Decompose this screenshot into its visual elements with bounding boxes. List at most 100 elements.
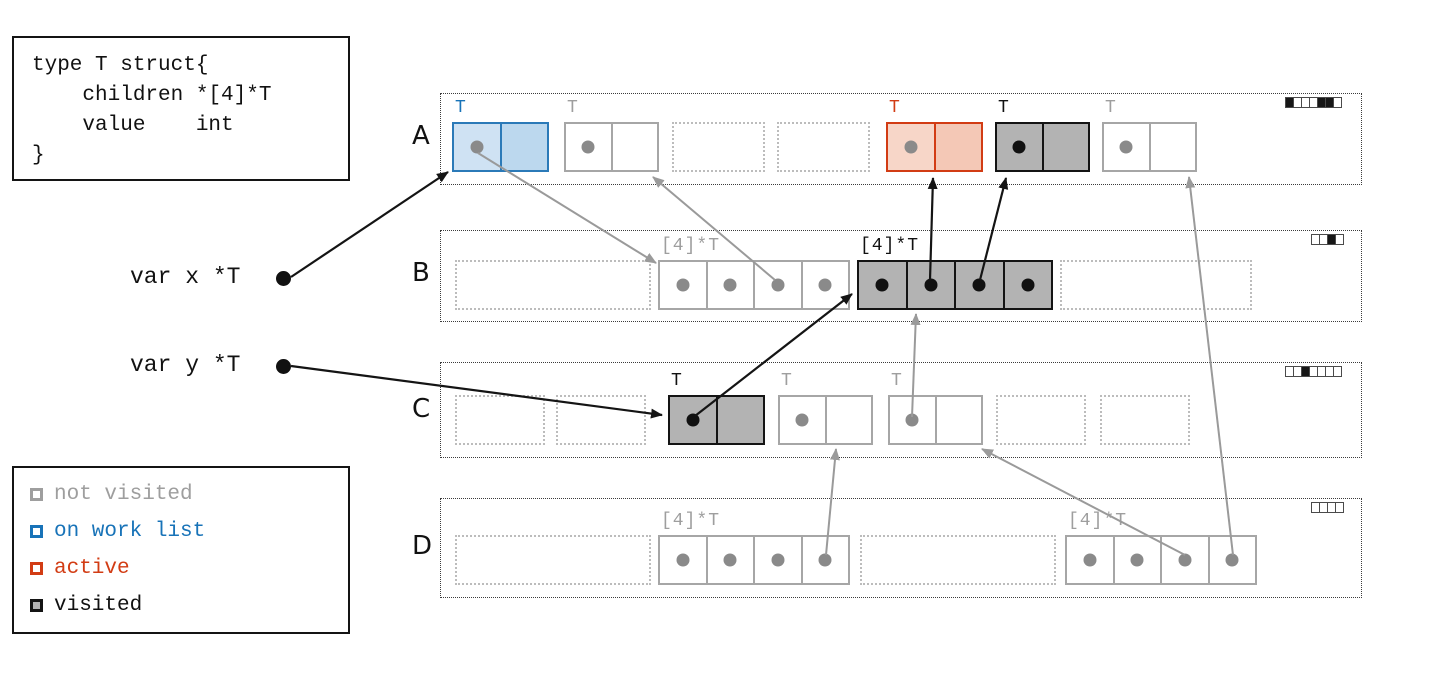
free-slot	[860, 535, 1056, 585]
object-field-cell	[454, 124, 500, 170]
span-b-markbits	[1311, 234, 1344, 245]
heap-object-c3-visited: T	[668, 371, 765, 445]
pointer-dot	[875, 278, 889, 292]
code-line: children *[4]*T	[32, 84, 272, 107]
object-field-cell	[933, 124, 981, 170]
object-field-cell	[610, 124, 658, 170]
span-d-markbits	[1311, 502, 1344, 513]
object-type-label: [4]*T	[860, 236, 920, 256]
span-a-label: A	[412, 121, 430, 151]
object-type-label: T	[781, 371, 793, 391]
pointer-dot	[924, 278, 938, 292]
on-work-list-swatch-icon	[30, 525, 43, 538]
mark-bit	[1335, 234, 1344, 245]
array-element-cell	[905, 262, 955, 308]
free-slot	[556, 395, 646, 445]
heap-object-a6-visited: T	[995, 98, 1090, 172]
object-field-cell	[890, 397, 935, 443]
array-element-cell	[1207, 537, 1256, 583]
object-field-cell	[1041, 124, 1089, 170]
mark-bit	[1333, 97, 1342, 108]
visited-swatch-icon	[30, 599, 43, 612]
span-c-markbits	[1285, 366, 1342, 377]
array-element-cell	[1112, 537, 1161, 583]
pointer-dot	[1021, 278, 1035, 292]
object-field-cell	[499, 124, 547, 170]
heap-object-a5-active: T	[886, 98, 983, 172]
object-field-cell	[1104, 124, 1149, 170]
pointer-dot	[904, 140, 918, 154]
pointer-dot	[771, 278, 785, 292]
heap-array-d4-not-visited: [4]*T	[1065, 511, 1257, 585]
legend-item-on-work-list: on work list	[30, 520, 332, 543]
array-element-cell	[753, 537, 801, 583]
object-type-label: T	[889, 98, 901, 118]
object-type-label: T	[1105, 98, 1117, 118]
free-slot	[1100, 395, 1190, 445]
pointer-dot	[723, 278, 737, 292]
legend: not visited on work list active visited	[12, 466, 350, 634]
code-line: value int	[32, 114, 234, 137]
pointer-dot	[723, 553, 737, 567]
free-slot	[455, 395, 545, 445]
var-y-label: var y *T	[130, 352, 241, 378]
object-field-cell	[566, 124, 611, 170]
object-field-cell	[670, 397, 716, 443]
free-slot	[1060, 260, 1252, 310]
pointer-dot	[676, 553, 690, 567]
pointer-dot	[818, 553, 832, 567]
pointer-dot	[972, 278, 986, 292]
free-slot	[455, 535, 651, 585]
array-element-cell	[954, 262, 1003, 308]
free-slot	[455, 260, 651, 310]
heap-object-c5-not-visited: T	[888, 371, 983, 445]
object-field-cell	[780, 397, 825, 443]
object-field-cell	[934, 397, 982, 443]
var-y-pointer-dot	[276, 359, 291, 374]
array-element-cell	[660, 262, 706, 308]
pointer-dot	[470, 140, 484, 154]
object-type-label: [4]*T	[1068, 511, 1128, 531]
heap-array-b2-not-visited: [4]*T	[658, 236, 850, 310]
pointer-dot	[1012, 140, 1026, 154]
heap-array-b3-visited: [4]*T	[857, 236, 1053, 310]
legend-label: on work list	[54, 520, 206, 543]
pointer-dot	[581, 140, 595, 154]
span-a-markbits	[1285, 97, 1342, 108]
code-line: }	[32, 144, 45, 167]
legend-item-not-visited: not visited	[30, 483, 332, 506]
not-visited-swatch-icon	[30, 488, 43, 501]
free-slot	[996, 395, 1086, 445]
array-element-cell	[1160, 537, 1208, 583]
array-element-cell	[800, 537, 849, 583]
heap-object-a2-not-visited: T	[564, 98, 659, 172]
object-type-label: T	[671, 371, 683, 391]
heap-object-c4-not-visited: T	[778, 371, 873, 445]
type-declaration-box: type T struct{ children *[4]*T value int…	[12, 36, 350, 181]
legend-label: visited	[54, 594, 143, 617]
object-type-label: T	[998, 98, 1010, 118]
pointer-dot	[795, 413, 809, 427]
object-field-cell	[715, 397, 764, 443]
free-slot	[777, 122, 870, 172]
object-type-label: T	[567, 98, 579, 118]
mark-bit	[1333, 366, 1342, 377]
object-type-label: T	[891, 371, 903, 391]
array-element-cell	[753, 262, 801, 308]
object-field-cell	[1148, 124, 1196, 170]
pointer-dot	[676, 278, 690, 292]
array-element-cell	[705, 262, 754, 308]
heap-object-a7-not-visited: T	[1102, 98, 1197, 172]
legend-label: not visited	[54, 483, 193, 506]
pointer-dot	[1130, 553, 1144, 567]
span-b-label: B	[412, 258, 430, 288]
array-element-cell	[1002, 262, 1052, 308]
pointer-dot	[1178, 553, 1192, 567]
code-line: type T struct{	[32, 54, 209, 77]
array-element-cell	[800, 262, 849, 308]
pointer-dot	[1083, 553, 1097, 567]
array-element-cell	[859, 262, 906, 308]
array-element-cell	[705, 537, 754, 583]
object-field-cell	[888, 124, 934, 170]
